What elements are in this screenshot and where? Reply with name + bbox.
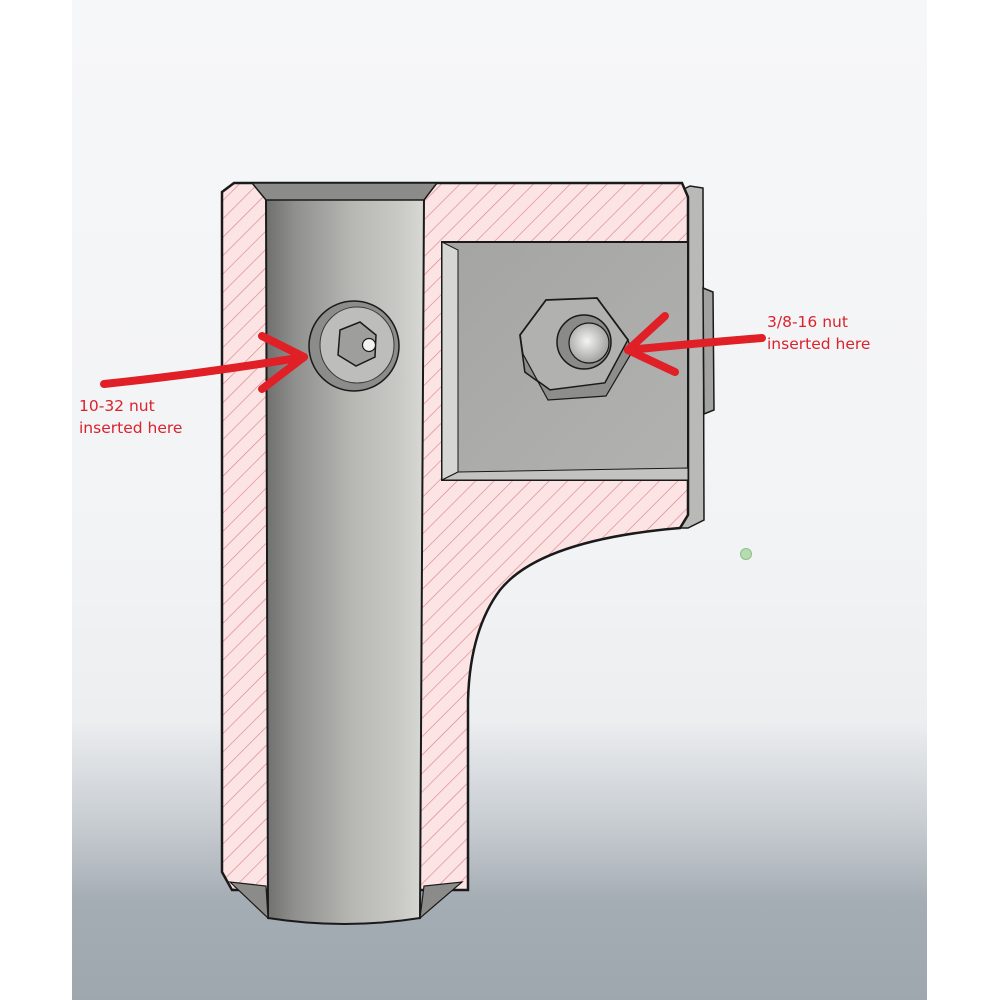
callout-10-32-nut: 10-32 nut inserted here — [79, 397, 183, 437]
small-nut-pocket — [308, 300, 400, 392]
green-dot-icon — [740, 548, 752, 560]
large-nut — [519, 297, 633, 401]
red-arrow-icon — [624, 312, 766, 376]
callout-3-8-16-nut: 3/8-16 nut inserted here — [767, 313, 871, 353]
red-arrow-icon — [100, 332, 308, 393]
